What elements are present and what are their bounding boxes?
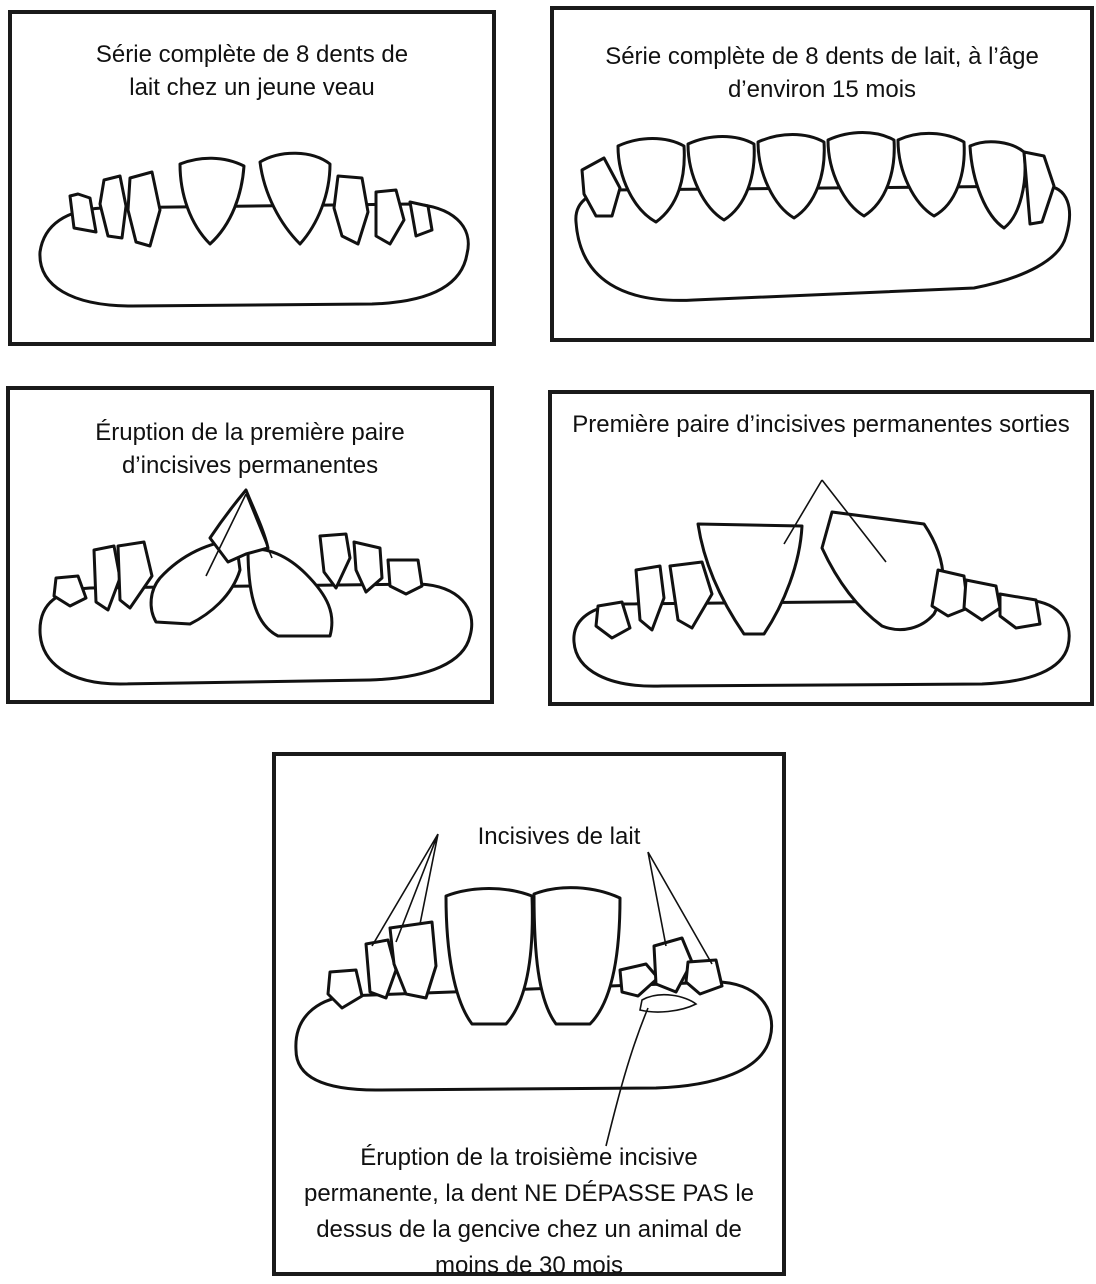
milk-incisor-tooth [180, 158, 244, 244]
milk-incisor-tooth [688, 137, 754, 221]
gum-outline [296, 982, 772, 1090]
milk-incisor-tooth [260, 153, 330, 244]
milk-incisor-tooth [100, 176, 126, 238]
milk-incisor-tooth [758, 135, 824, 219]
milk-incisor-tooth [390, 922, 436, 998]
milk-incisor-tooth [932, 570, 968, 616]
milk-incisor-tooth [1000, 594, 1040, 628]
milk-incisor-tooth [54, 576, 86, 606]
panel-third-incisor-erupting: Incisives de lait Éruption de la troisiè… [272, 752, 786, 1276]
milk-incisor-tooth [898, 133, 964, 216]
milk-incisor-tooth [964, 580, 1000, 620]
permanent-incisor-tooth [534, 888, 620, 1024]
milk-incisor-tooth [970, 142, 1025, 228]
milk-incisor-tooth [328, 970, 362, 1008]
jaw-illustration [10, 390, 490, 700]
arrow-line [606, 1008, 648, 1146]
panel-milk-teeth-15-months: Série complète de 8 dents de lait, à l’â… [550, 6, 1094, 342]
permanent-incisor-tooth [822, 512, 943, 630]
panel-milk-teeth-young-calf: Série complète de 8 dents de lait chez u… [8, 10, 496, 346]
milk-incisor-tooth [582, 158, 620, 216]
permanent-incisor-tooth [446, 889, 532, 1025]
third-incisor-outline [640, 995, 696, 1012]
milk-incisor-tooth [596, 602, 630, 638]
milk-incisor-tooth [320, 534, 350, 588]
milk-incisor-tooth [686, 960, 722, 994]
jaw-illustration [276, 756, 782, 1272]
milk-incisor-tooth [636, 566, 664, 630]
permanent-incisor-tooth [248, 549, 332, 636]
panel-first-pair-erupted: Première paire d’incisives permanentes s… [548, 390, 1094, 706]
erupting-third-incisor [620, 964, 658, 996]
milk-incisor-tooth [334, 176, 368, 244]
milk-incisor-tooth [376, 190, 404, 244]
jaw-illustration [554, 10, 1090, 338]
jaw-illustration [552, 394, 1090, 702]
milk-incisor-tooth [70, 194, 96, 232]
milk-incisor-tooth [94, 546, 120, 610]
panel-first-pair-erupting: Éruption de la première paire d’incisive… [6, 386, 494, 704]
milk-incisor-tooth [1024, 152, 1054, 224]
milk-incisor-tooth [670, 562, 712, 628]
milk-incisor-tooth [618, 139, 684, 223]
milk-incisor-tooth [410, 202, 432, 236]
milk-incisor-tooth [828, 133, 894, 217]
milk-incisor-tooth [388, 560, 422, 594]
milk-incisor-tooth [118, 542, 152, 608]
jaw-illustration [12, 14, 492, 342]
milk-incisor-tooth [128, 172, 160, 246]
